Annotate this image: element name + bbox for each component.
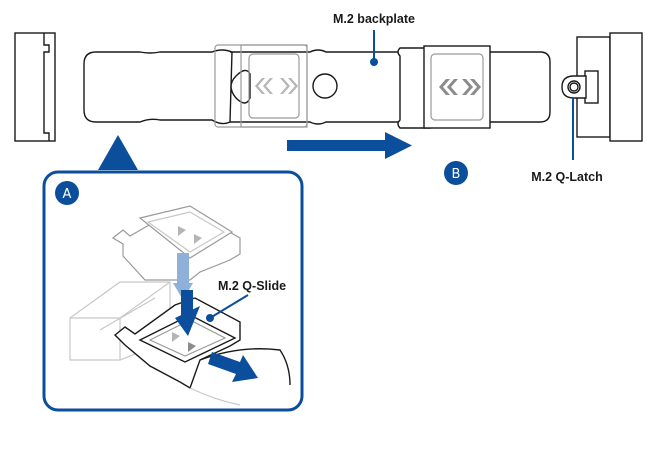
- triangle-up-pointer-icon: [98, 135, 138, 170]
- step-b-badge: B: [444, 161, 468, 185]
- q-latch-label: M.2 Q-Latch: [531, 170, 603, 184]
- arrow-right-icon: [287, 132, 412, 159]
- backplate-label: M.2 backplate: [333, 12, 415, 26]
- svg-text:A: A: [63, 187, 72, 202]
- q-slide-leader: [206, 294, 249, 322]
- double-chevron-left-icon: [439, 79, 458, 95]
- arrow-down-right-icon: [208, 352, 258, 382]
- svg-text:B: B: [452, 167, 461, 182]
- double-chevron-right-icon: [462, 79, 481, 95]
- step-a-badge: A: [55, 181, 79, 205]
- q-slide-ghost-position: [214, 44, 308, 128]
- m2-q-latch: [561, 32, 643, 142]
- q-slide-removal-illustration: [69, 205, 291, 406]
- double-chevron-right-icon: [280, 78, 298, 94]
- m2-slot-connector: [14, 32, 56, 142]
- q-slide-moved-position: [397, 45, 491, 129]
- q-slide-label: M.2 Q-Slide: [218, 279, 286, 293]
- backplate-leader: [370, 30, 378, 66]
- double-chevron-left-icon: [255, 78, 273, 94]
